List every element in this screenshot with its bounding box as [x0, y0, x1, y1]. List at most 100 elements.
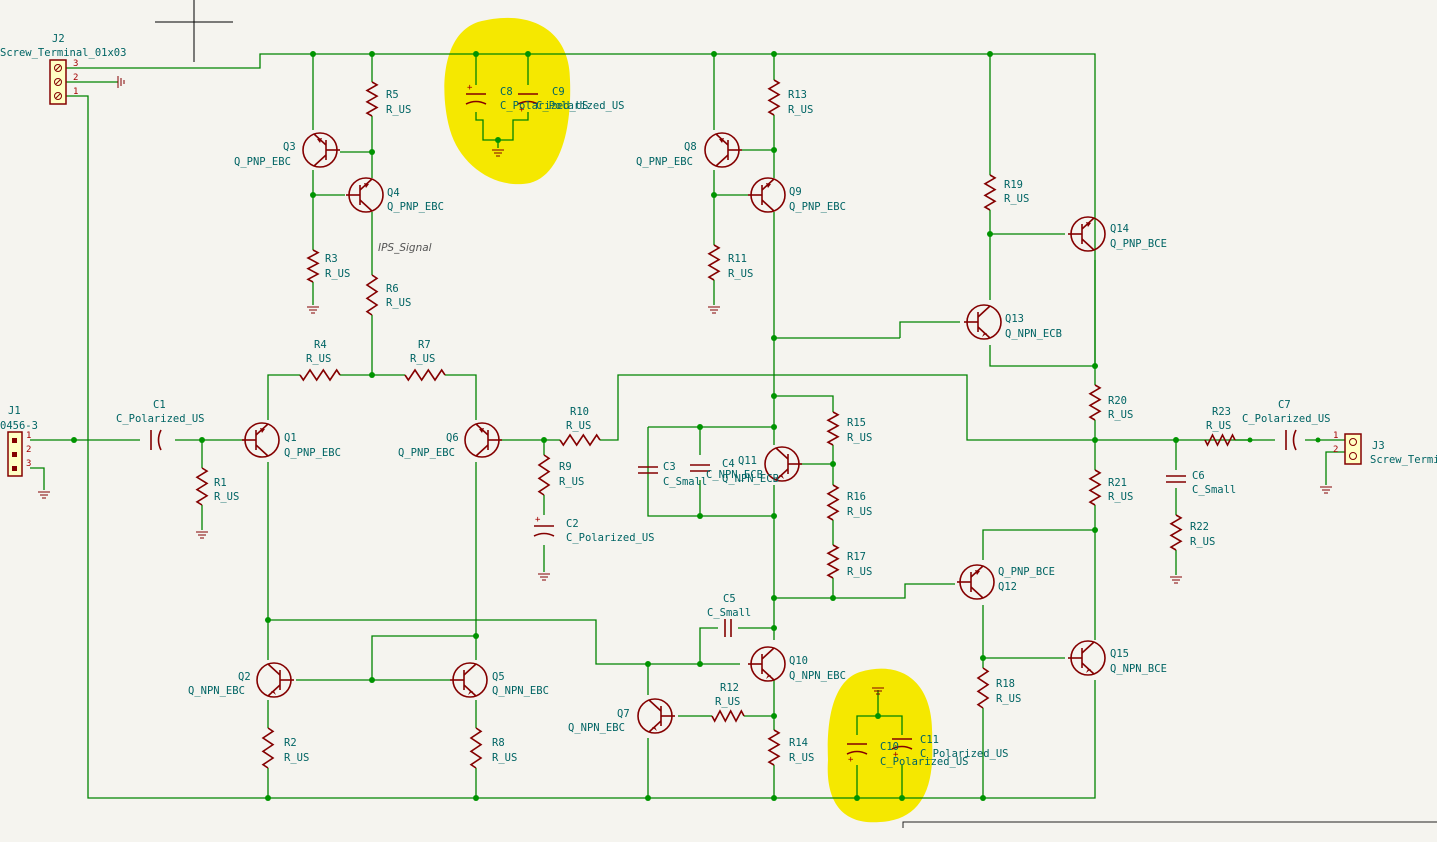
value-q13: Q_NPN_ECB: [1005, 328, 1062, 340]
value-j3: Screw_Termi: [1370, 454, 1437, 466]
capacitor-c7[interactable]: [1285, 429, 1297, 451]
transistor-q9[interactable]: [748, 177, 786, 213]
ref-c8: C8: [500, 86, 513, 98]
ref-q15: Q15: [1110, 648, 1129, 660]
svg-text:+: +: [535, 515, 541, 525]
ref-q2: Q2: [238, 671, 251, 683]
value-c6: C_Small: [1192, 484, 1236, 496]
transistor-q2[interactable]: [256, 662, 294, 698]
value-r2: R_US: [284, 752, 309, 764]
resistor-r4[interactable]: [299, 368, 341, 382]
ref-q11: Q11: [738, 455, 757, 467]
resistor-r2[interactable]: [261, 727, 275, 769]
capacitor-c11[interactable]: +: [891, 738, 913, 760]
resistor-r20[interactable]: [1088, 384, 1102, 421]
resistor-r18[interactable]: [976, 667, 990, 709]
resistor-r11[interactable]: [707, 244, 721, 281]
resistor-r23[interactable]: [1204, 433, 1236, 447]
resistor-r7[interactable]: [404, 368, 446, 382]
ref-c9: C9: [552, 86, 565, 98]
resistor-r5[interactable]: [365, 81, 379, 117]
connector-j2[interactable]: 321: [49, 59, 78, 105]
capacitor-c10[interactable]: +: [846, 743, 868, 765]
value-r1: R_US: [214, 491, 239, 503]
value-r23: R_US: [1206, 420, 1231, 432]
ground-symbols: [38, 76, 1332, 695]
value-r5: R_US: [386, 104, 411, 116]
transistor-q12[interactable]: [957, 564, 995, 600]
value-r21: R_US: [1108, 491, 1133, 503]
resistor-r6[interactable]: [365, 274, 379, 316]
resistor-r14[interactable]: [767, 729, 781, 766]
capacitor-c9[interactable]: +: [517, 93, 539, 115]
ref-r2: R2: [284, 737, 297, 749]
ref-c1: C1: [153, 399, 166, 411]
component-symbols: + + + + +: [150, 79, 1297, 769]
transistor-q13[interactable]: [964, 304, 1002, 340]
transistor-q6[interactable]: [464, 422, 502, 458]
transistor-q8[interactable]: [704, 132, 742, 168]
resistor-r16[interactable]: [826, 484, 840, 521]
transistor-q1[interactable]: [242, 422, 280, 458]
resistor-r9[interactable]: [537, 454, 551, 496]
highlight-bottom: [827, 668, 933, 823]
transistor-q11[interactable]: [764, 446, 802, 482]
transistor-q7[interactable]: [637, 698, 675, 734]
capacitor-c5[interactable]: [724, 619, 732, 637]
resistor-r15[interactable]: [826, 411, 840, 446]
value-r17: R_US: [847, 566, 872, 578]
connector-j1[interactable]: 123: [7, 431, 31, 477]
value-c2: C_Polarized_US: [566, 532, 655, 544]
resistor-r10[interactable]: [559, 433, 601, 447]
ref-r6: R6: [386, 283, 399, 295]
capacitor-c1[interactable]: [150, 429, 162, 451]
capacitor-c2[interactable]: +: [533, 515, 555, 537]
ref-q7: Q7: [617, 708, 630, 720]
svg-text:2: 2: [1333, 445, 1338, 455]
ref-r8: R8: [492, 737, 505, 749]
ref-j3: J3: [1372, 440, 1385, 452]
transistor-q3[interactable]: [302, 132, 340, 168]
value-c4: C_NPN_ECB: [706, 469, 763, 481]
ref-r13: R13: [788, 89, 807, 101]
transistor-q5[interactable]: [450, 662, 488, 698]
resistor-r19[interactable]: [983, 174, 997, 211]
resistor-r13[interactable]: [767, 79, 781, 116]
resistor-r21[interactable]: [1088, 469, 1102, 506]
resistor-r3[interactable]: [306, 249, 320, 283]
capacitor-c6[interactable]: [1166, 475, 1186, 483]
svg-text:1: 1: [73, 87, 78, 97]
ref-q4: Q4: [387, 187, 400, 199]
capacitor-c8[interactable]: +: [465, 83, 487, 105]
value-r20: R_US: [1108, 409, 1133, 421]
transistor-q4[interactable]: [346, 177, 384, 213]
ref-r7: R7: [418, 339, 431, 351]
ref-q14: Q14: [1110, 223, 1129, 235]
value-r3: R_US: [325, 268, 350, 280]
labels: J2 Screw_Terminal_01x03 J1 0456-3 J3 Scr…: [0, 33, 1437, 768]
value-r22: R_US: [1190, 536, 1215, 548]
ref-r17: R17: [847, 551, 866, 563]
ref-q3: Q3: [283, 141, 296, 153]
resistor-r12[interactable]: [711, 709, 745, 723]
transistor-q15[interactable]: [1068, 640, 1106, 676]
value-q4: Q_PNP_EBC: [387, 201, 444, 213]
ref-r1: R1: [214, 477, 227, 489]
value-q9: Q_PNP_EBC: [789, 201, 846, 213]
ref-q10: Q10: [789, 655, 808, 667]
value-r13: R_US: [788, 104, 813, 116]
capacitor-c4[interactable]: [690, 464, 710, 472]
ref-r18: R18: [996, 678, 1015, 690]
resistor-r22[interactable]: [1169, 514, 1183, 551]
transistor-q14[interactable]: [1068, 216, 1106, 252]
capacitor-c3[interactable]: [638, 466, 658, 474]
window-edge: [902, 821, 1437, 828]
value-c9: C_Polarized_US: [536, 100, 625, 112]
transistor-q10[interactable]: [748, 646, 786, 682]
ref-q8: Q8: [684, 141, 697, 153]
resistor-r17[interactable]: [826, 544, 840, 579]
resistor-r1[interactable]: [195, 467, 209, 506]
connector-j3[interactable]: 12: [1333, 431, 1362, 465]
resistor-r8[interactable]: [469, 727, 483, 769]
